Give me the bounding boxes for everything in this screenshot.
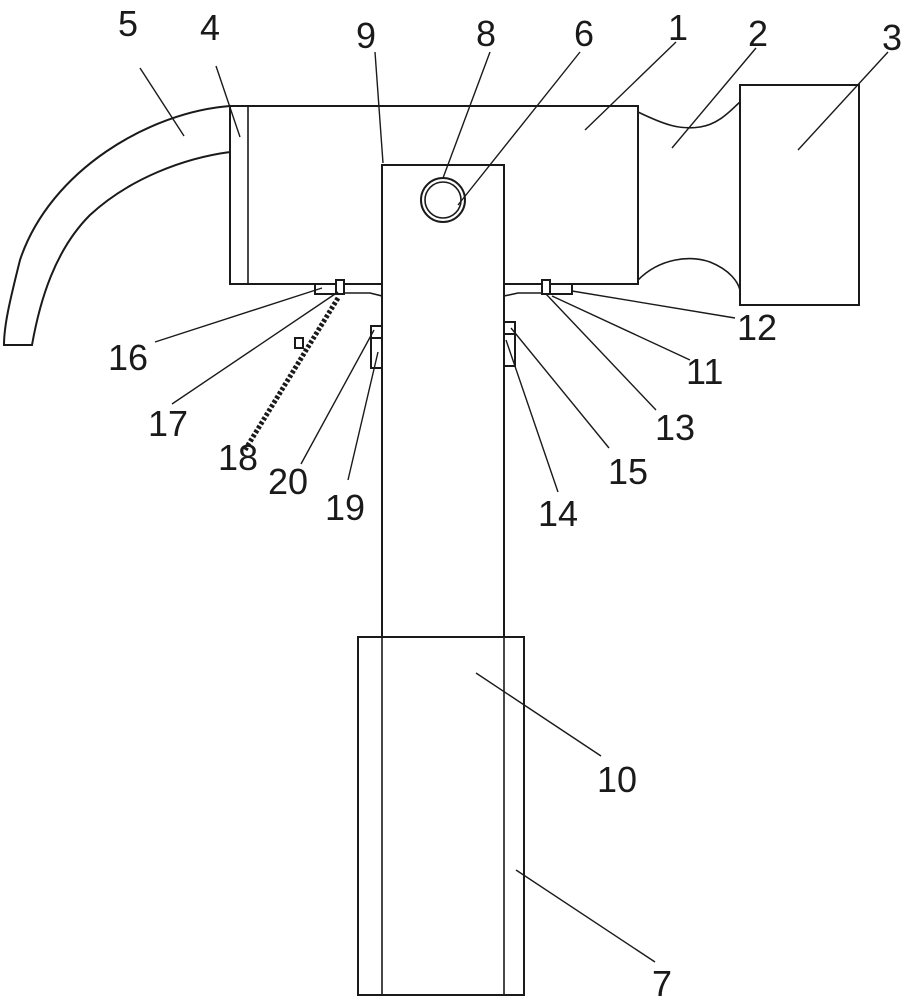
label-14: 14 xyxy=(538,493,578,534)
chain-part-18 xyxy=(242,296,341,452)
leader-12 xyxy=(571,290,736,319)
label-10: 10 xyxy=(597,759,637,800)
label-2: 2 xyxy=(748,13,768,54)
label-16: 16 xyxy=(108,337,148,378)
leader-2 xyxy=(671,47,757,149)
label-6: 6 xyxy=(574,13,594,54)
label-13: 13 xyxy=(655,407,695,448)
label-17: 17 xyxy=(148,403,188,444)
leader-4 xyxy=(215,65,241,138)
hole-part-6 xyxy=(424,181,462,219)
leader-10 xyxy=(475,672,602,757)
label-9: 9 xyxy=(356,15,376,56)
label-15: 15 xyxy=(608,451,648,492)
leader-9 xyxy=(374,51,384,164)
label-19: 19 xyxy=(325,487,365,528)
leader-3 xyxy=(797,51,889,151)
right-fastener-part-13 xyxy=(541,279,551,295)
leader-11 xyxy=(551,295,691,361)
label-1: 1 xyxy=(668,7,688,48)
label-8: 8 xyxy=(476,13,496,54)
left-strip-part-19 xyxy=(370,337,383,369)
chain-end-part-18 xyxy=(294,337,304,349)
leader-14 xyxy=(505,339,559,493)
leader-15 xyxy=(510,327,610,449)
leader-7 xyxy=(515,869,656,963)
label-4: 4 xyxy=(200,7,220,48)
leader-17 xyxy=(171,291,339,405)
leader-16 xyxy=(154,287,323,343)
leader-5 xyxy=(139,67,185,137)
label-3: 3 xyxy=(882,17,902,58)
leader-19 xyxy=(347,351,379,481)
right-fastener-part-15 xyxy=(503,321,516,335)
claw-part-5 xyxy=(2,104,231,346)
label-5: 5 xyxy=(118,3,138,44)
leader-8 xyxy=(442,51,491,179)
pin-part-8 xyxy=(420,177,466,223)
neck-part-2 xyxy=(637,101,741,129)
label-18: 18 xyxy=(218,437,258,478)
striking-face-part-3 xyxy=(739,84,860,306)
label-12: 12 xyxy=(737,307,777,348)
leader-6 xyxy=(457,51,581,206)
grip-sleeve-part-7 xyxy=(357,636,525,996)
leader-1 xyxy=(584,41,677,131)
left-fastener-part-17 xyxy=(335,279,345,295)
leader-20 xyxy=(300,329,375,465)
label-20: 20 xyxy=(268,461,308,502)
label-11: 11 xyxy=(686,351,723,392)
leader-13 xyxy=(545,293,657,411)
label-7: 7 xyxy=(652,963,672,1000)
neck-part-2-lower xyxy=(637,257,741,291)
leader-lines xyxy=(139,41,889,963)
right-block-part-12 xyxy=(549,283,573,295)
